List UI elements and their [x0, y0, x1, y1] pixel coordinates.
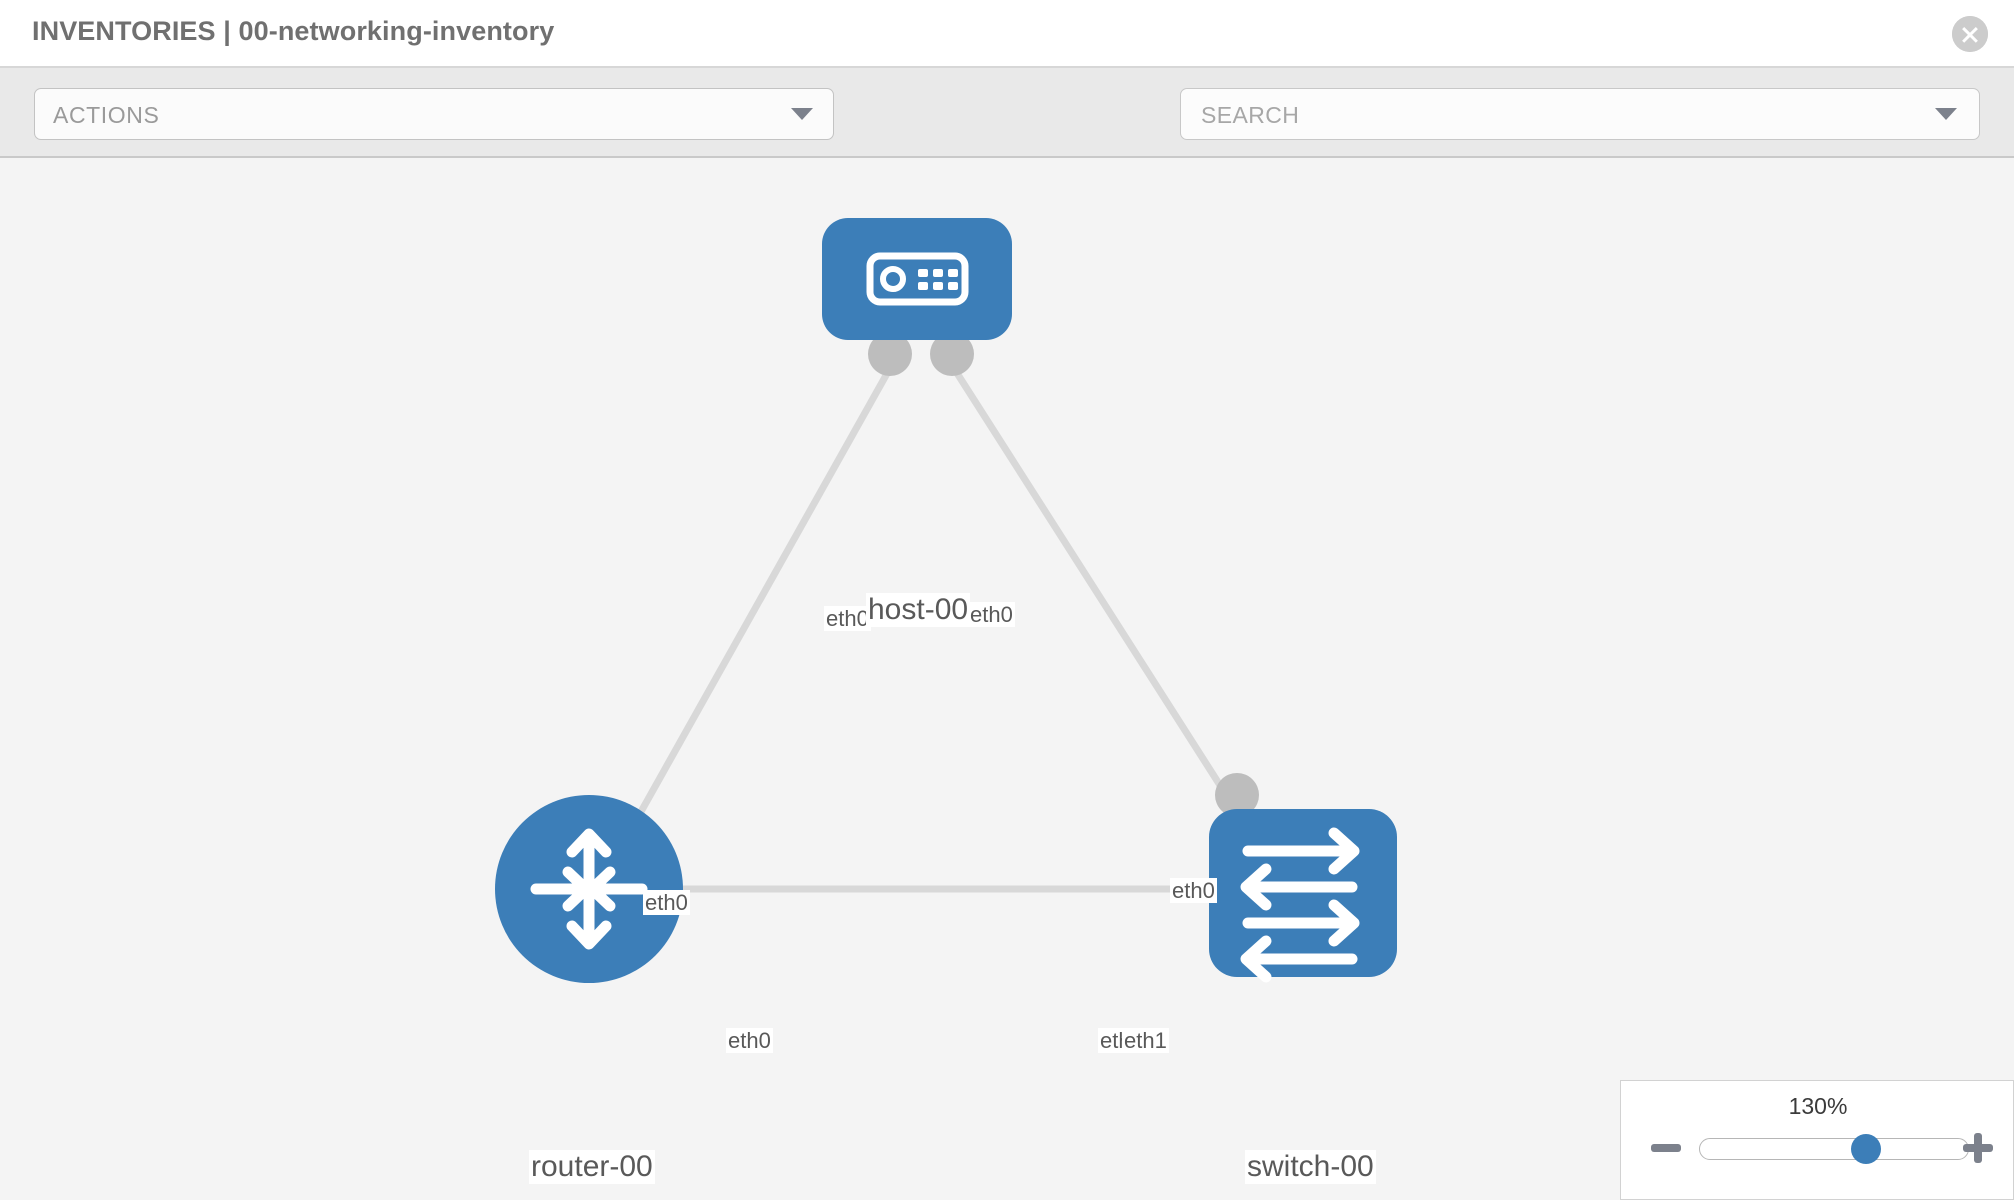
page-title: INVENTORIES | 00-networking-inventory [32, 16, 555, 46]
link-host00-switch00 [952, 368, 1263, 850]
node-label-router-00: router-00 [529, 1150, 655, 1184]
node-host-00 [822, 218, 1012, 340]
iface-label-router00-eth0-up: eth0 [643, 890, 690, 916]
topology-canvas[interactable]: eth0 eth0 eth0 eth0 eth0 eth0 eth1 host-… [0, 158, 2014, 1200]
link-host00-router00 [611, 368, 893, 860]
zoom-control-panel: 130% [1620, 1080, 2014, 1200]
topology-graph [495, 218, 1397, 983]
toolbar: ACTIONS [0, 68, 2014, 198]
server-icon [866, 252, 969, 306]
node-switch-00-shape [1209, 809, 1397, 977]
node-host-00-shape [822, 218, 1012, 340]
search-field[interactable] [1180, 88, 1980, 141]
switch-arrows-icon [1240, 827, 1360, 983]
search-input[interactable] [1199, 89, 1903, 141]
zoom-slider-thumb[interactable] [1851, 1134, 1882, 1164]
page-header: INVENTORIES | 00-networking-inventory [0, 0, 2014, 68]
node-label-host-00: host-00 [866, 593, 971, 627]
iface-label-switch00-eth1: eth1 [1122, 1028, 1169, 1054]
minus-icon[interactable] [1649, 1131, 1683, 1165]
endpoint-host00-right [930, 332, 974, 376]
chevron-down-icon [1935, 108, 1957, 120]
node-label-switch-00: switch-00 [1245, 1150, 1376, 1184]
iface-label-router00-eth0: eth0 [726, 1028, 773, 1054]
node-router-00 [495, 795, 683, 983]
actions-dropdown-label: ACTIONS [53, 102, 160, 128]
actions-dropdown[interactable]: ACTIONS [34, 88, 834, 140]
router-arrows-icon [530, 828, 648, 950]
endpoint-switch00-top [1215, 773, 1259, 817]
iface-label-host00-eth0-left: eth0 [824, 606, 871, 632]
iface-label-host00-eth0-right: eth0 [968, 602, 1015, 628]
node-switch-00 [1209, 809, 1397, 983]
iface-label-switch00-eth0-up: eth0 [1170, 878, 1217, 904]
chevron-down-icon [791, 108, 813, 120]
endpoint-host00-left [868, 332, 912, 376]
plus-icon[interactable] [1961, 1131, 1995, 1165]
topology-links [611, 368, 1263, 893]
close-icon[interactable] [1952, 16, 1988, 52]
zoom-level-value: 130% [1788, 1093, 1848, 1119]
zoom-slider-track[interactable] [1699, 1134, 1969, 1164]
